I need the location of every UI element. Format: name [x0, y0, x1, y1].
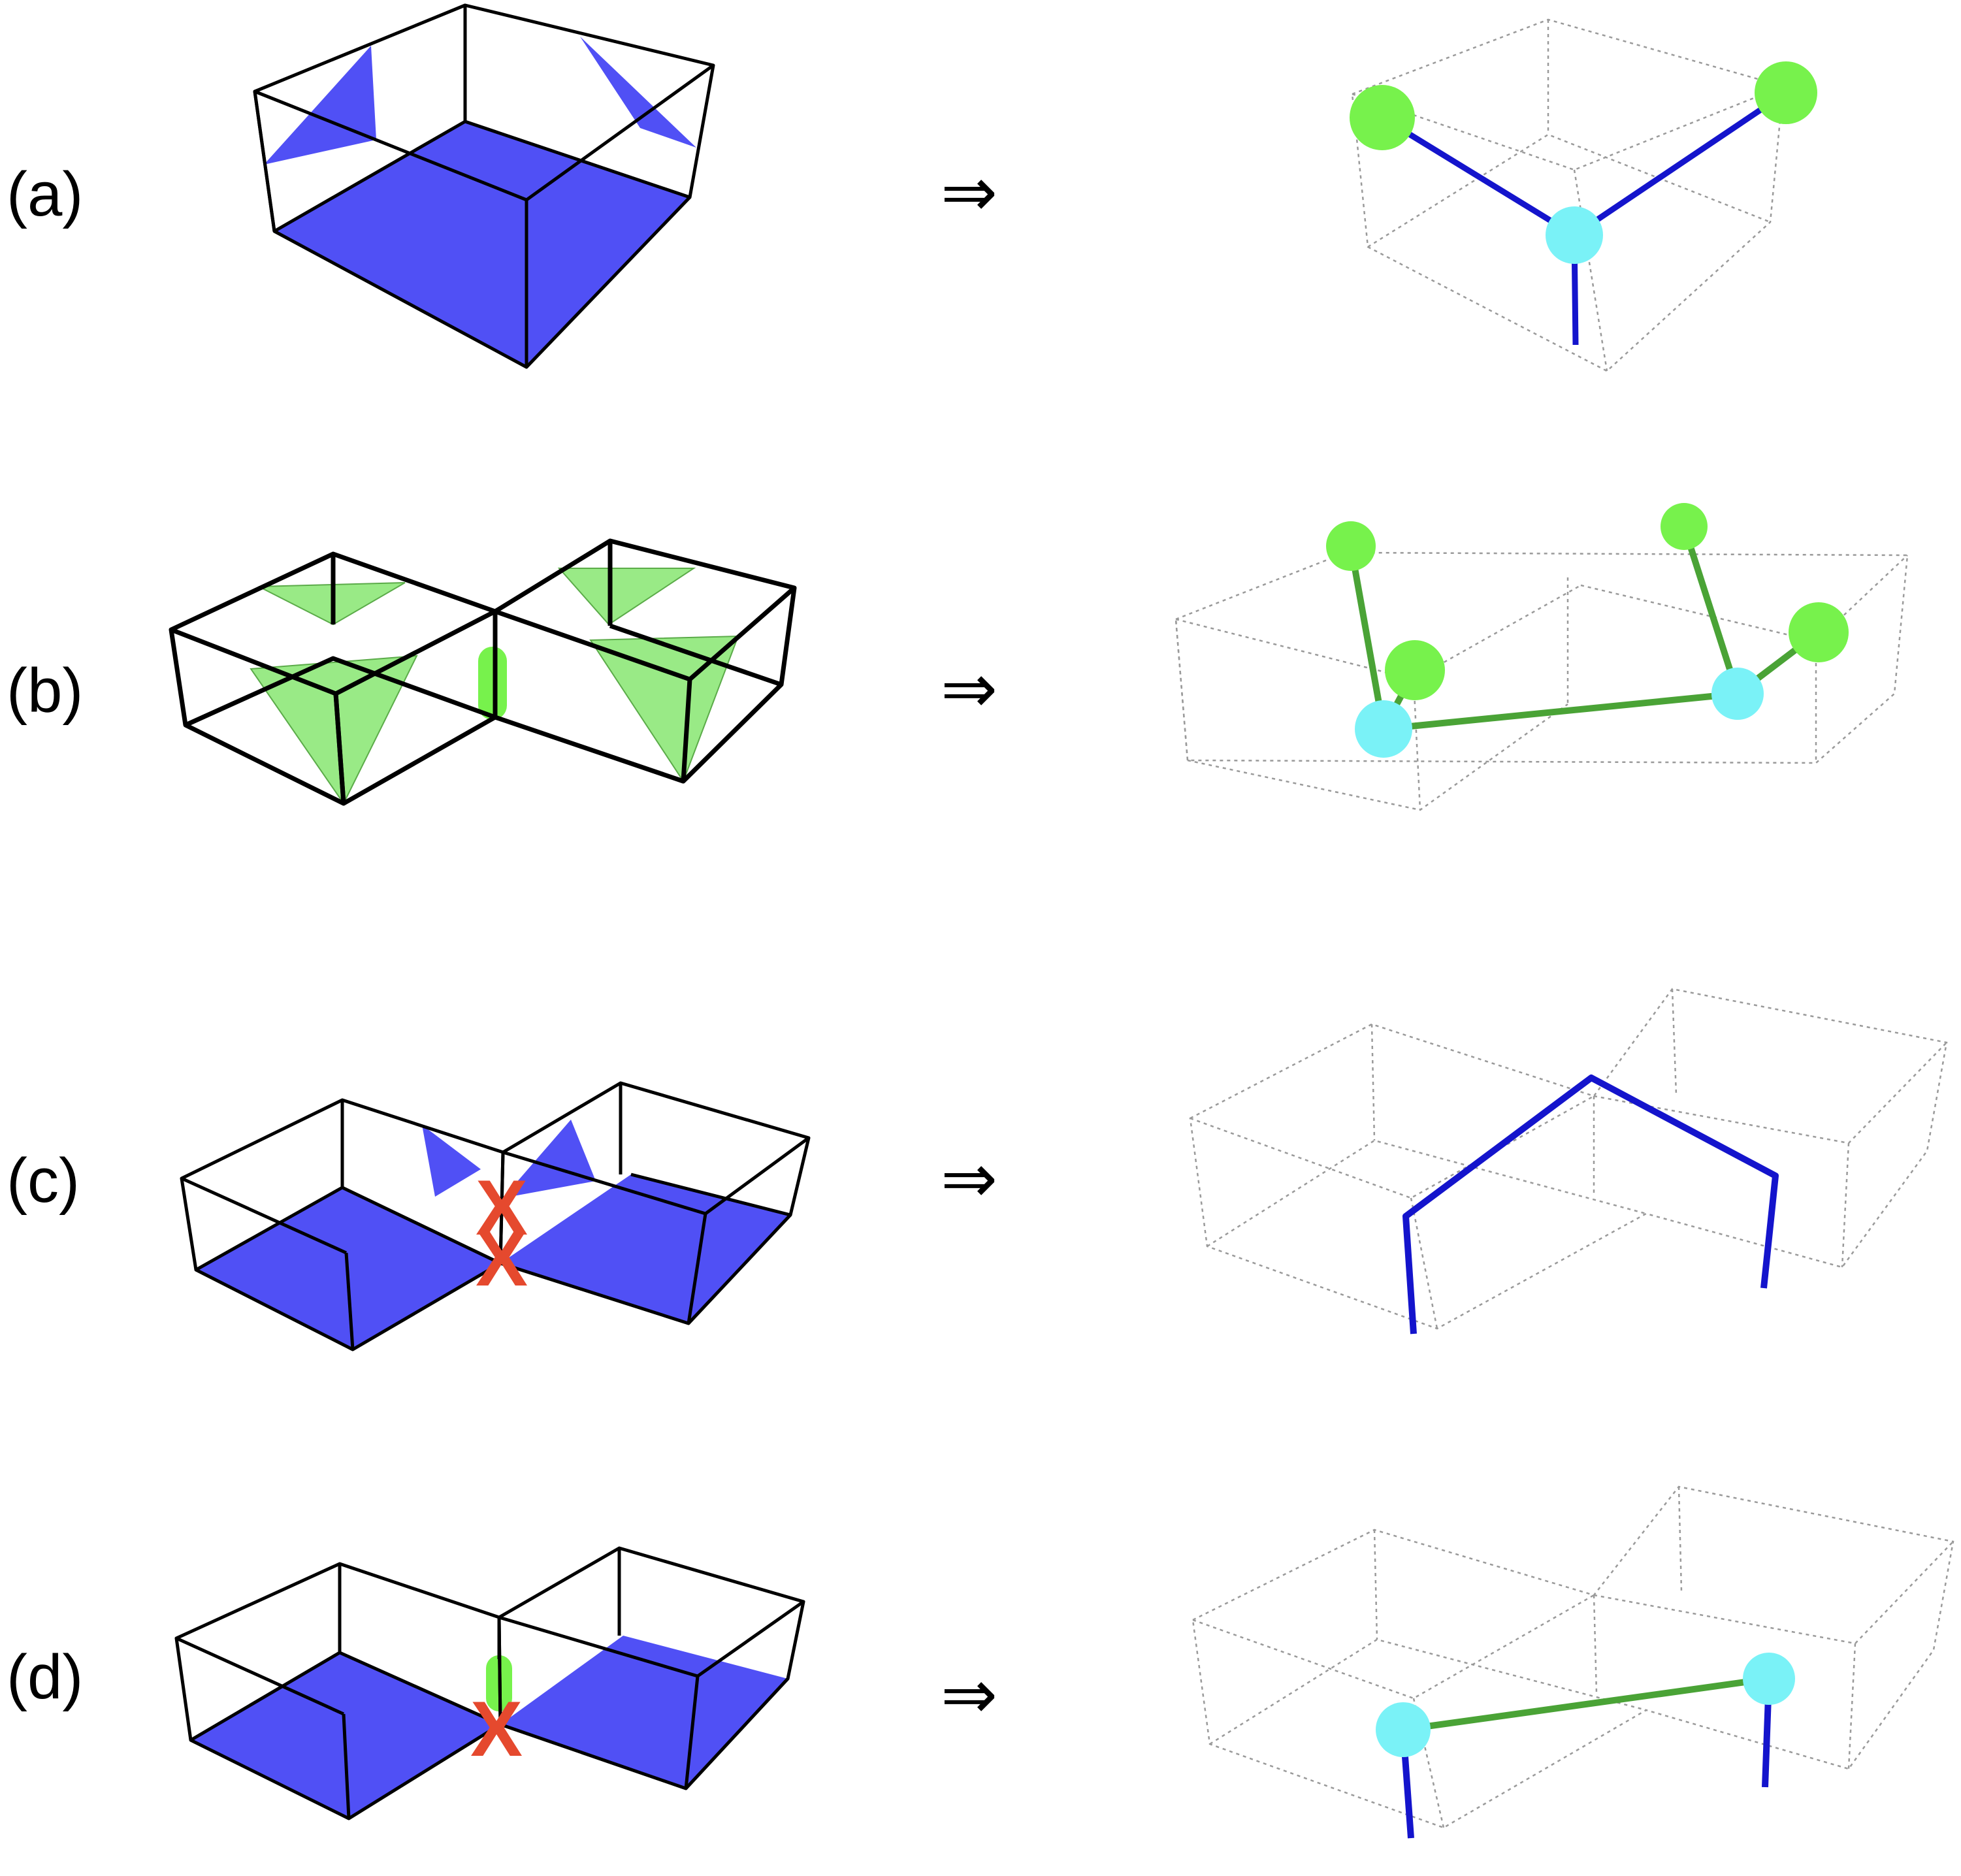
- cyan-node-b-1: [1355, 700, 1412, 758]
- green-node-a-1: [1350, 85, 1415, 150]
- blue-triangle-right-a: [580, 37, 696, 148]
- bond-c-path: [1402, 1075, 1779, 1334]
- graph-d: [1191, 1485, 1954, 1839]
- box-a: [253, 3, 715, 369]
- row-b: (b) ⇒: [7, 503, 1909, 811]
- arrow-b: ⇒: [941, 649, 997, 728]
- row-label-b: (b): [7, 656, 83, 726]
- green-node-b-3: [1661, 503, 1708, 550]
- bond-a-2: [1572, 90, 1788, 238]
- green-triangle-b-3: [557, 568, 696, 626]
- arrow-a: ⇒: [941, 152, 997, 232]
- green-node-a-2: [1755, 61, 1817, 124]
- boxes-d: X: [174, 1546, 805, 1820]
- blue-bottom-face-d-2: [500, 1636, 788, 1788]
- cyan-node-a-1: [1546, 206, 1603, 264]
- green-node-b-1: [1326, 521, 1376, 571]
- green-triangle-b-2: [250, 655, 418, 805]
- bond-b-1: [1348, 545, 1387, 730]
- green-node-b-4: [1789, 602, 1849, 662]
- cyan-node-d-2: [1743, 1653, 1795, 1705]
- arrow-d: ⇒: [941, 1655, 997, 1734]
- row-d: (d) ⇒ X: [7, 1485, 1954, 1839]
- bond-d-1: [1402, 1675, 1770, 1733]
- red-x-mark-c-1: X: [476, 1164, 528, 1252]
- arrow-c: ⇒: [941, 1139, 997, 1218]
- cyan-node-b-2: [1711, 668, 1764, 720]
- row-label-d: (d): [7, 1642, 83, 1712]
- graph-a: [1350, 18, 1817, 372]
- row-label-a: (a): [7, 159, 83, 229]
- red-x-mark-c-2: X: [476, 1215, 528, 1302]
- cyan-node-d-1: [1376, 1702, 1431, 1757]
- green-triangle-b-4: [589, 635, 739, 783]
- boxes-c: X X: [180, 1081, 811, 1351]
- green-capsule-b: [478, 647, 507, 720]
- red-x-mark-d: X: [470, 1685, 523, 1773]
- row-c: (c) ⇒ X X: [7, 988, 1948, 1351]
- graph-c: [1189, 988, 1948, 1334]
- blue-triangle-c-1: [422, 1125, 481, 1197]
- blue-triangle-c-2: [503, 1120, 596, 1198]
- boxes-b: [169, 538, 797, 806]
- bond-b-4: [1681, 525, 1741, 695]
- row-a: (a) ⇒: [7, 3, 1817, 372]
- green-node-b-2: [1385, 640, 1445, 700]
- graph-b: [1175, 503, 1909, 811]
- row-label-c: (c): [7, 1146, 80, 1216]
- blue-triangle-left-a: [264, 46, 376, 165]
- blue-bottom-face-a: [274, 121, 690, 367]
- bond-b-3: [1383, 690, 1738, 732]
- bond-a-1: [1380, 115, 1576, 238]
